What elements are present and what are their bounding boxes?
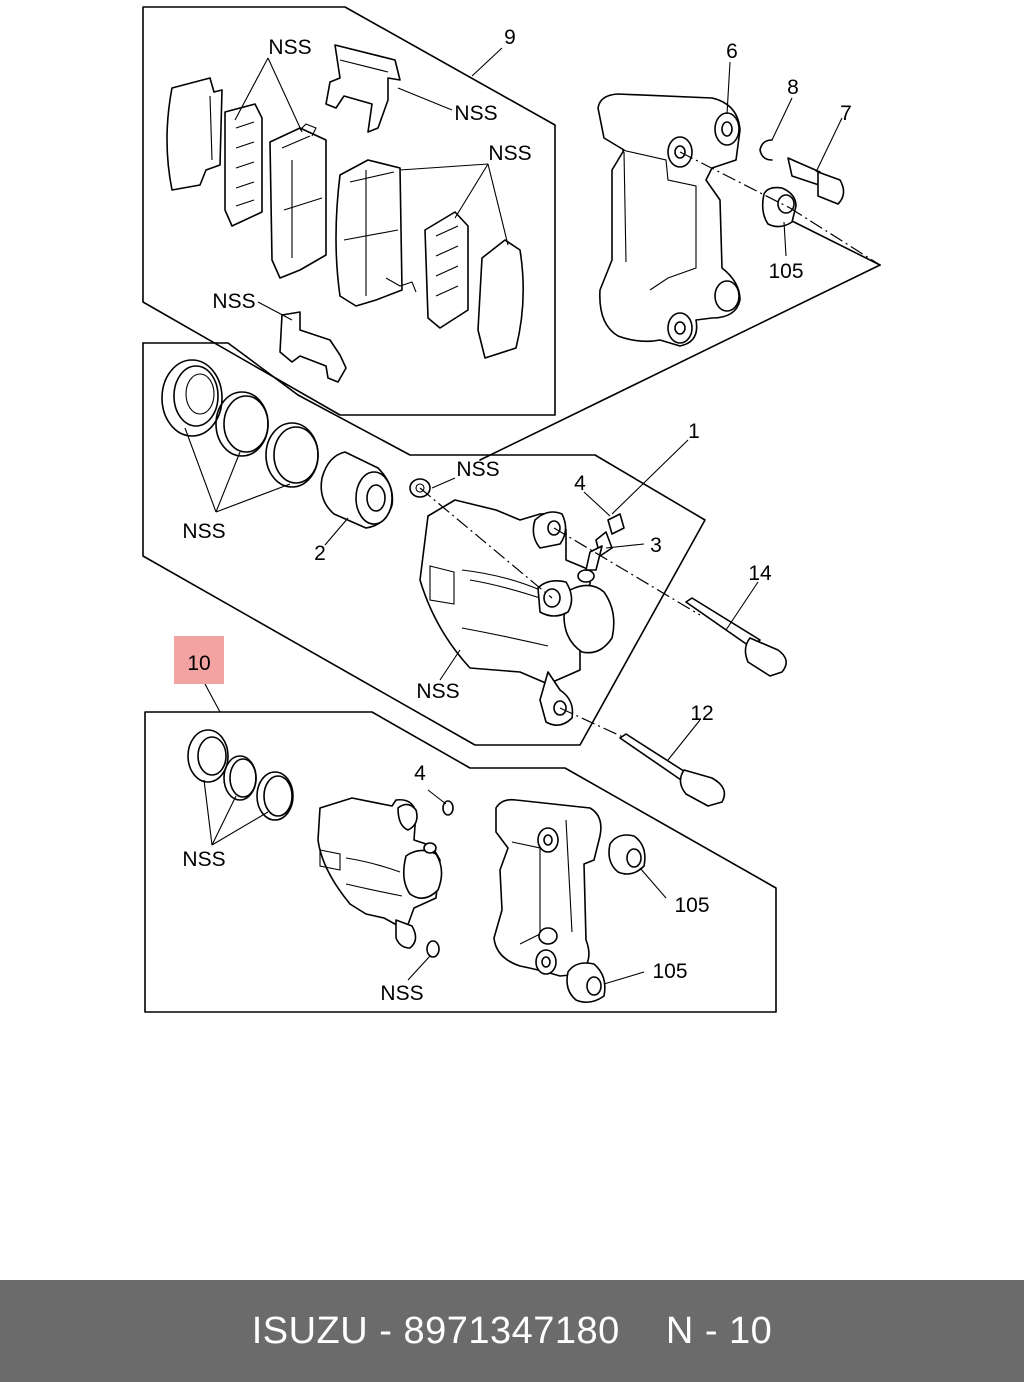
piston-2 xyxy=(320,451,394,529)
label-nss-kit-seals: NSS xyxy=(182,848,225,871)
leader-nss-kit-bleeder xyxy=(407,955,431,981)
label-nss-bleeder: NSS xyxy=(456,458,499,481)
brake-pad-left xyxy=(269,123,327,279)
caliper-body xyxy=(419,499,615,726)
leader-1 xyxy=(611,439,689,515)
leader-4b xyxy=(427,789,447,805)
callout-4-caliper: 4 xyxy=(574,472,586,495)
leader-6 xyxy=(726,61,731,115)
label-nss-pads-top: NSS xyxy=(268,36,311,59)
piston-seal-1 xyxy=(215,391,269,457)
lock-washer-8 xyxy=(759,139,773,161)
outer-shim xyxy=(166,77,223,191)
leader-4a xyxy=(583,491,611,517)
part-number: 8971347180 xyxy=(403,1309,620,1352)
leader-105c xyxy=(603,971,645,985)
leader-nss-shims xyxy=(397,87,453,111)
label-nss-shims: NSS xyxy=(454,102,497,125)
leader-10 xyxy=(204,683,221,713)
kit-caliper-body xyxy=(317,797,443,949)
leader-9 xyxy=(471,47,503,77)
kit-bushing-105-bottom xyxy=(566,962,606,1004)
callout-8: 8 xyxy=(787,76,799,99)
axis-line-bleeder xyxy=(419,487,553,599)
shim-clip-top xyxy=(325,44,401,133)
inner-shim xyxy=(477,239,524,359)
callout-9: 9 xyxy=(504,26,516,49)
leader-105a xyxy=(783,221,787,257)
kit-dust-boot xyxy=(187,729,229,783)
brand-separator: - xyxy=(379,1309,393,1352)
callout-10-highlight xyxy=(174,636,224,684)
bushing-105-top xyxy=(761,186,797,228)
kit-bleeder-cap-4 xyxy=(442,800,454,816)
leader-nss-clip xyxy=(257,301,293,321)
brand-name: ISUZU xyxy=(251,1309,369,1352)
pad-kit-group-frame xyxy=(142,6,556,416)
leader-nss-caliper xyxy=(439,649,461,681)
bolt-7 xyxy=(787,157,845,205)
kit-caliper-bracket xyxy=(493,798,602,977)
leader-3 xyxy=(605,543,645,549)
callout-12: 12 xyxy=(690,702,713,725)
piston-seal-2 xyxy=(265,422,319,488)
bleeder-cap-4 xyxy=(607,513,625,535)
leader-14 xyxy=(725,581,759,631)
caliper-group-frame xyxy=(142,342,706,746)
leader-nss-bleeder xyxy=(431,477,456,489)
wear-indicator-plate-left xyxy=(224,103,263,227)
label-nss-seals: NSS xyxy=(182,520,225,543)
kit-seal-2 xyxy=(256,771,294,821)
guide-bolt-12 xyxy=(619,733,726,807)
part-info-footer: ISUZU - 8971347180 N - 10 xyxy=(0,1280,1024,1382)
leader-12 xyxy=(667,719,701,761)
leader-8 xyxy=(771,97,793,141)
exploded-brake-caliper-diagram: 9 6 8 7 105 NSS NSS NSS NSS NSS 2 NSS 1 … xyxy=(142,6,881,1013)
callout-1: 1 xyxy=(688,420,700,443)
caliper-bracket xyxy=(597,93,741,347)
leader-nss-pads-top xyxy=(234,57,303,133)
leader-7 xyxy=(815,117,843,173)
dust-boot xyxy=(161,359,223,437)
bleeder-screw-3 xyxy=(585,531,613,571)
leader-nss-kit-seals xyxy=(203,779,269,846)
leader-2 xyxy=(324,517,349,546)
shim-clip-bottom xyxy=(279,311,347,383)
label-nss-pads-right: NSS xyxy=(488,142,531,165)
axis-line-bracket xyxy=(679,151,791,209)
brake-pad-right xyxy=(335,159,417,307)
wear-indicator-plate-right xyxy=(424,211,469,329)
label-nss-caliper: NSS xyxy=(416,680,459,703)
axis-line-guide-12 xyxy=(559,707,626,739)
kit-seal-1 xyxy=(223,755,257,801)
leader-nss-seals xyxy=(184,427,291,513)
leader-nss-pads-right xyxy=(399,163,509,246)
guide-bolt-14 xyxy=(685,597,787,677)
caliper-kit-group-frame xyxy=(144,711,777,1013)
callout-7: 7 xyxy=(840,102,852,125)
frame-link-line xyxy=(479,264,881,461)
callout-2: 2 xyxy=(314,542,326,565)
callout-105-kit-top: 105 xyxy=(674,894,709,917)
label-nss-clip: NSS xyxy=(212,290,255,313)
page-reference: N - 10 xyxy=(665,1309,773,1352)
callout-3: 3 xyxy=(650,534,662,557)
frame-link-line-2 xyxy=(779,214,881,266)
caliper-group-frame-top xyxy=(142,342,299,396)
callout-10: 10 xyxy=(187,652,210,675)
axis-line-bracket-2 xyxy=(789,207,881,266)
callout-105-bracket: 105 xyxy=(768,260,803,283)
leader-105b xyxy=(639,867,667,899)
callout-14: 14 xyxy=(748,562,772,585)
axis-line-guide-14 xyxy=(553,527,701,616)
kit-bushing-105-top xyxy=(608,834,646,875)
callout-6: 6 xyxy=(726,40,738,63)
kit-bleeder-nss xyxy=(426,940,440,958)
callout-4-kit: 4 xyxy=(414,762,426,785)
callout-105-kit-bottom: 105 xyxy=(652,960,687,983)
label-nss-kit-bleeder: NSS xyxy=(380,982,423,1005)
